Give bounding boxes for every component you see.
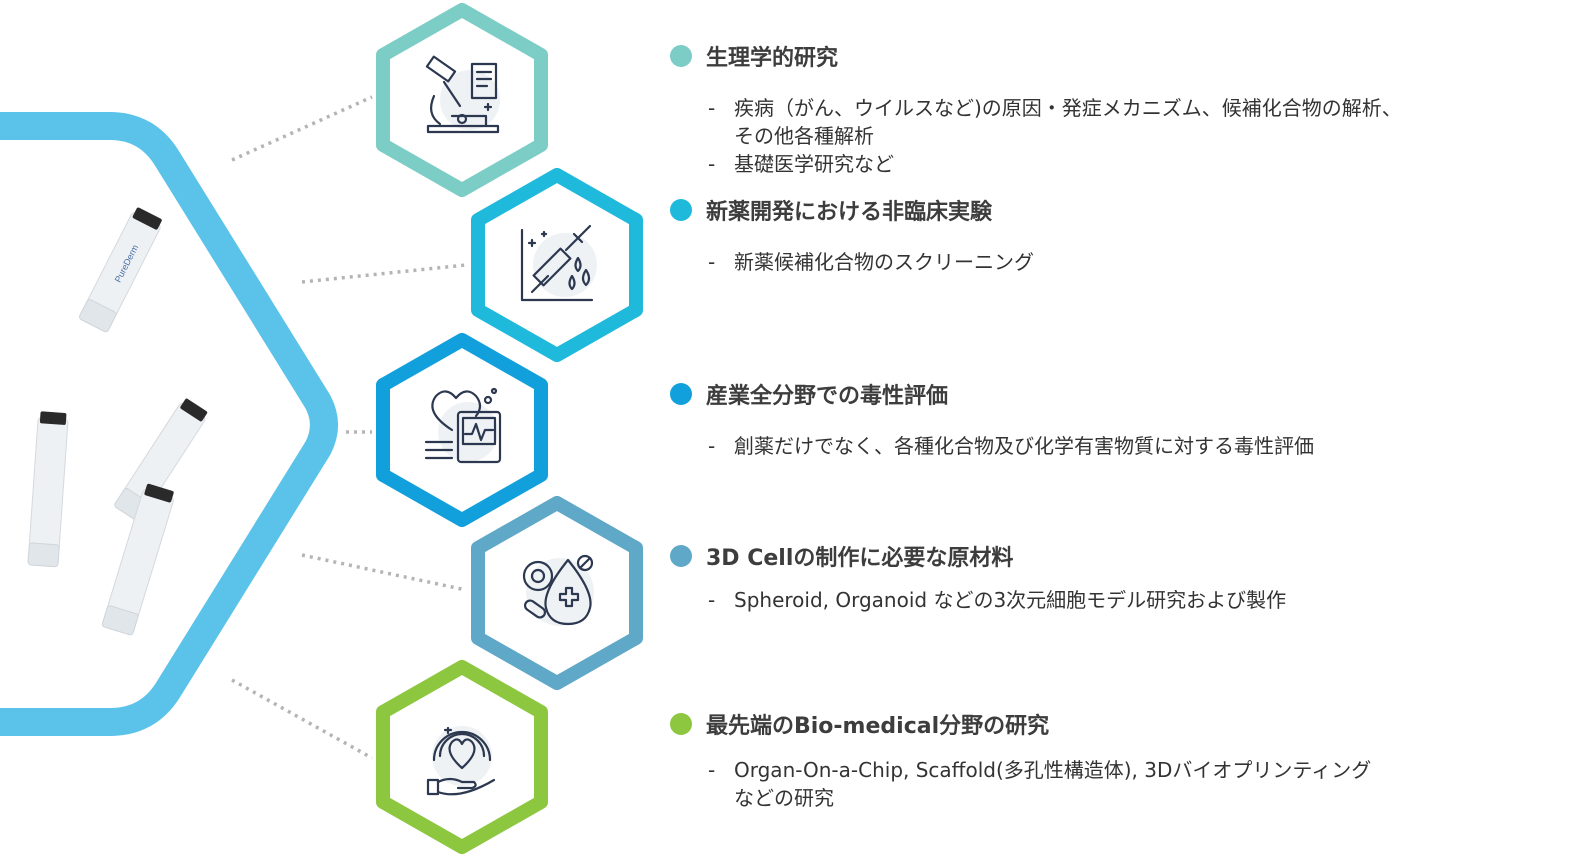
list-item: -創薬だけでなく、各種化合物及び化学有害物質に対する毒性評価 (708, 434, 1314, 458)
section-title-row: 最先端のBio-medical分野の研究 (670, 708, 1371, 740)
item-list: -創薬だけでなく、各種化合物及び化学有害物質に対する毒性評価 (708, 432, 1314, 460)
heart-hand-icon (426, 726, 496, 796)
tube-2 (27, 411, 69, 568)
connector-lines (231, 95, 467, 760)
list-item: -基礎医学研究など (708, 152, 894, 176)
heart-monitor-icon (424, 387, 502, 464)
connector-line-1 (231, 95, 373, 162)
section-title: 新薬開発における非臨床実験 (706, 200, 993, 225)
section-title: 産業全分野での毒性評価 (706, 384, 949, 409)
connector-line-5 (231, 678, 373, 760)
section-biomedical: 最先端のBio-medical分野の研究 -Organ-On-a-Chip, S… (670, 708, 1371, 812)
section-title-row: 新薬開発における非臨床実験 (670, 194, 1034, 226)
bullet-dot (670, 199, 692, 221)
item-list: -新薬候補化合物のスクリーニング (708, 248, 1034, 276)
item-text: 基礎医学研究など (734, 152, 894, 176)
section-title: 最先端のBio-medical分野の研究 (706, 714, 1050, 739)
list-item: -Spheroid, Organoid などの3次元細胞モデル研究および製作 (708, 588, 1287, 612)
tube-4 (101, 483, 174, 636)
item-list: -Organ-On-a-Chip, Scaffold(多孔性構造体), 3Dバイ… (708, 756, 1371, 812)
section-title-row: 3D Cellの制作に必要な原材料 (670, 540, 1286, 572)
connector-line-2 (301, 263, 467, 284)
list-item: -Organ-On-a-Chip, Scaffold(多孔性構造体), 3Dバイ… (708, 758, 1372, 810)
microscope-icon (425, 55, 500, 134)
section-toxicity: 産業全分野での毒性評価 -創薬だけでなく、各種化合物及び化学有害物質に対する毒性… (670, 378, 1314, 460)
section-title: 生理学的研究 (706, 46, 839, 71)
item-text: 疾病（がん、ウイルスなど)の原因・発症メカニズム、候補化合物の解析、 その他各種… (734, 96, 1402, 148)
syringe-icon (520, 224, 597, 302)
section-drug-development: 新薬開発における非臨床実験 -新薬候補化合物のスクリーニング (670, 194, 1034, 276)
tube-group: PureDerm (27, 207, 208, 636)
section-title-row: 産業全分野での毒性評価 (670, 378, 1314, 410)
section-physiology: 生理学的研究 -疾病（がん、ウイルスなど)の原因・発症メカニズム、候補化合物の解… (670, 40, 1402, 178)
bullet-dot (670, 713, 692, 735)
tube-1: PureDerm (79, 207, 162, 333)
bullet-dot (670, 45, 692, 67)
section-title: 3D Cellの制作に必要な原材料 (706, 546, 1014, 571)
item-text: 創薬だけでなく、各種化合物及び化学有害物質に対する毒性評価 (734, 434, 1314, 458)
connector-line-4 (301, 553, 467, 592)
item-text: Spheroid, Organoid などの3次元細胞モデル研究および製作 (734, 588, 1287, 612)
bullet-dot (670, 545, 692, 567)
item-text: 新薬候補化合物のスクリーニング (734, 250, 1034, 274)
medical-drop-icon (522, 554, 594, 626)
item-list: -Spheroid, Organoid などの3次元細胞モデル研究および製作 (708, 586, 1286, 614)
item-text: Organ-On-a-Chip, Scaffold(多孔性構造体), 3Dバイオ… (734, 758, 1372, 810)
item-list: -疾病（がん、ウイルスなど)の原因・発症メカニズム、候補化合物の解析、 その他各… (708, 94, 1402, 178)
list-item: -新薬候補化合物のスクリーニング (708, 250, 1034, 274)
bullet-dot (670, 383, 692, 405)
section-3d-cell: 3D Cellの制作に必要な原材料 -Spheroid, Organoid など… (670, 540, 1286, 614)
tube-3 (114, 398, 208, 522)
product-frame (0, 112, 338, 736)
section-title-row: 生理学的研究 (670, 40, 1402, 72)
list-item: -疾病（がん、ウイルスなど)の原因・発症メカニズム、候補化合物の解析、 その他各… (708, 96, 1402, 148)
